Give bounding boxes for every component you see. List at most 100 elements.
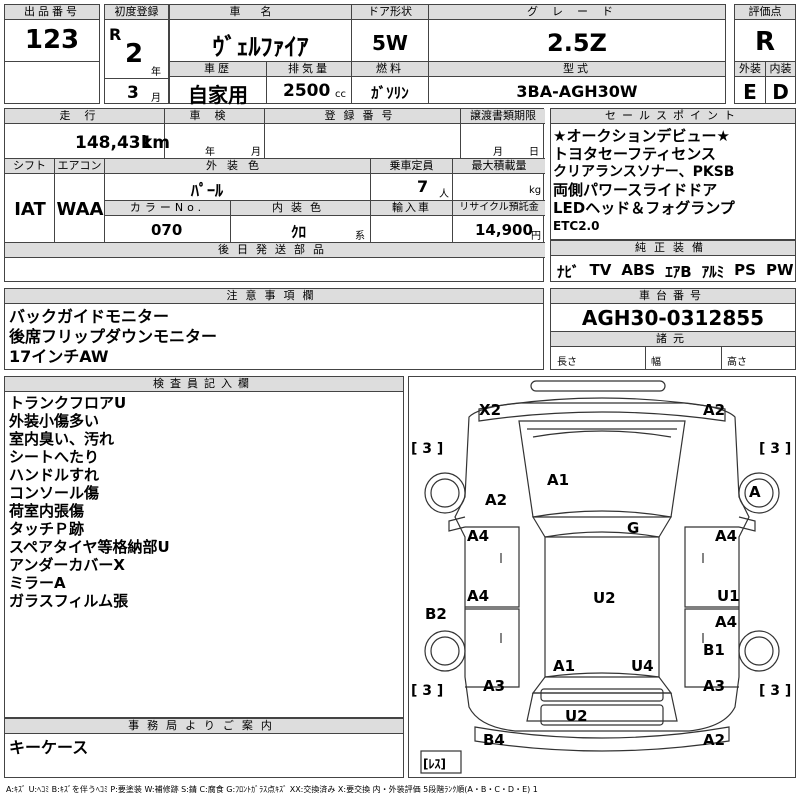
mark-right-front-door: A4	[715, 527, 738, 545]
model-label: 型式	[429, 62, 725, 77]
import-cell	[371, 215, 453, 243]
mileage-unit: km	[141, 133, 171, 153]
colorno-cell	[105, 215, 231, 243]
mileage-label: 走行	[5, 109, 165, 124]
ac-label: エアコン	[55, 159, 105, 174]
mark-right-quarter: B1	[703, 641, 725, 659]
sales-line: ★オークションデビュー★	[553, 127, 730, 145]
equip-item-alloy: ｱﾙﾐ	[701, 263, 725, 281]
mark-right-rear-u: U1	[717, 587, 740, 605]
shift-cell	[5, 173, 55, 243]
inspector-label: 検査員記入欄	[5, 377, 403, 392]
chassis-box: 車台番号 AGH30-0312855 諸元 長さ 幅 高さ	[550, 288, 796, 370]
mark-rear-bumper-left: B4	[483, 731, 505, 749]
transfer-day: 日	[529, 147, 539, 158]
tyre-fl-value: 3	[422, 441, 433, 457]
mark-rear-right: A3	[703, 677, 726, 695]
equip-items: ﾅﾋﾞ TV ABS ｴｱB ｱﾙﾐ PS PW	[557, 261, 794, 282]
inspector-line: ミラーA	[9, 574, 66, 592]
reg-box: 初度登録 R 2 年 3 月	[104, 4, 169, 104]
reg-era: R	[109, 25, 122, 44]
notes-line: 後席フリップダウンモニター	[9, 327, 218, 346]
ext-label: 外装	[735, 62, 765, 77]
inspector-line: 室内臭い、汚れ	[9, 430, 115, 448]
inspector-line: シートへたり	[9, 448, 100, 466]
mid-grid: 走行 車検 登録番号 譲渡書類期限 148,431 km 年 月 月 日 シフト…	[4, 108, 545, 282]
color-value: ﾊﾟｰﾙ	[191, 181, 224, 200]
inspector-line: 荷室内張傷	[9, 502, 85, 520]
name-box: 車名 ｳﾞｪﾙﾌｧｲｱ	[169, 4, 352, 62]
mark-left-quarter: B2	[425, 605, 447, 623]
recycle-unit: 円	[531, 231, 541, 242]
inspect-label: 車検	[165, 109, 265, 124]
inspector-lines: トランクフロアU 外装小傷多い 室内臭い、汚れ シートへたり ハンドルすれ コン…	[9, 394, 170, 610]
mileage-cell	[5, 123, 165, 159]
tyre-fr: [ 3 ]	[759, 441, 792, 457]
ext-box: 外装 E	[734, 61, 766, 104]
ac-cell	[55, 173, 105, 243]
colorno-value: 070	[151, 221, 183, 239]
equip-item-pw: PW	[765, 261, 794, 279]
office-label: 事務局よりご案内	[5, 719, 403, 734]
car-outline	[420, 380, 780, 774]
spare-tyre: [ﾚｽ]	[423, 757, 446, 771]
inspector-line: コンソール傷	[9, 484, 100, 502]
height-label: 高さ	[727, 357, 747, 368]
notes-box: 注意事項欄 バックガイドモニター 後席フリップダウンモニター 17インチAW	[4, 288, 544, 370]
intcolor-label: 内装色	[231, 201, 371, 216]
grade-box: グレード 2.5Z	[428, 4, 726, 62]
inspect-month: 月	[251, 147, 261, 158]
grade-value: 2.5Z	[547, 29, 607, 57]
load-unit: kg	[529, 185, 542, 196]
mark-trunk-right: U4	[631, 657, 654, 675]
later-label: 後日発送部品	[5, 243, 545, 258]
equip-item-tv: TV	[589, 261, 612, 279]
mark-left-rear-door: A4	[467, 587, 490, 605]
len-label: 長さ	[557, 357, 577, 368]
disp-value: 2500	[283, 81, 331, 101]
door-label: ドア形状	[352, 5, 428, 20]
sales-line: LEDヘッド＆フォグランプ	[553, 199, 735, 217]
notes-lines: バックガイドモニター 後席フリップダウンモニター 17インチAW	[9, 307, 217, 367]
door-box: ドア形状 5W	[351, 4, 429, 62]
equip-item-navi: ﾅﾋﾞ	[557, 263, 580, 281]
disp-unit: cc	[335, 89, 346, 100]
header-grid: 出品番号 123 初度登録 R 2 年 3 月 車名 ｳﾞｪﾙﾌｧｲｱ ドア形状…	[4, 4, 796, 107]
mark-rear-bumper-right: A2	[703, 731, 726, 749]
mark-roof: G	[627, 519, 640, 537]
sales-line: トヨタセーフティセンス	[553, 145, 716, 163]
history-label: 車歴	[170, 62, 266, 77]
model-box: 型式 3BA-AGH30W	[428, 61, 726, 104]
capacity-unit: 人	[439, 189, 449, 200]
tyre-rr-value: 3	[770, 683, 781, 699]
chassis-value: AGH30-0312855	[581, 306, 765, 330]
inspector-line: スペアタイヤ等格納部U	[9, 538, 170, 556]
import-label: 輸入車	[371, 201, 453, 216]
door-value: 5W	[372, 31, 408, 55]
tyre-fr-value: 3	[770, 441, 781, 457]
sales-label: セールスポイント	[551, 109, 795, 124]
lot-label: 出品番号	[5, 5, 99, 20]
sales-line: ETC2.0	[553, 219, 600, 233]
int-box: 内装 D	[765, 61, 796, 104]
width-label: 幅	[651, 357, 661, 368]
regno-cell	[265, 123, 461, 159]
mark-right-rear-door: A4	[715, 613, 738, 631]
equip-item-airbag: ｴｱB	[665, 263, 692, 281]
grade-label: グレード	[429, 5, 725, 20]
inspector-line: 外装小傷多い	[9, 412, 100, 430]
color-label: 外装色	[105, 159, 371, 174]
name-label: 車名	[170, 5, 351, 20]
tyre-fl: [ 3 ]	[411, 441, 444, 457]
reg-year-unit: 年	[151, 67, 161, 78]
reg-label: 初度登録	[105, 5, 168, 20]
sales-line: クリアランスソナー、PKSB	[553, 164, 735, 180]
reg-year: 2	[125, 39, 144, 69]
inspect-year: 年	[205, 147, 215, 158]
mark-rear-u: U2	[565, 707, 588, 725]
inspector-line: アンダーカバーX	[9, 556, 125, 574]
score-label: 評価点	[735, 5, 795, 20]
notes-label: 注意事項欄	[5, 289, 543, 304]
inspector-line: タッチＰ跡	[9, 520, 85, 538]
fuel-label: 燃料	[352, 62, 428, 77]
